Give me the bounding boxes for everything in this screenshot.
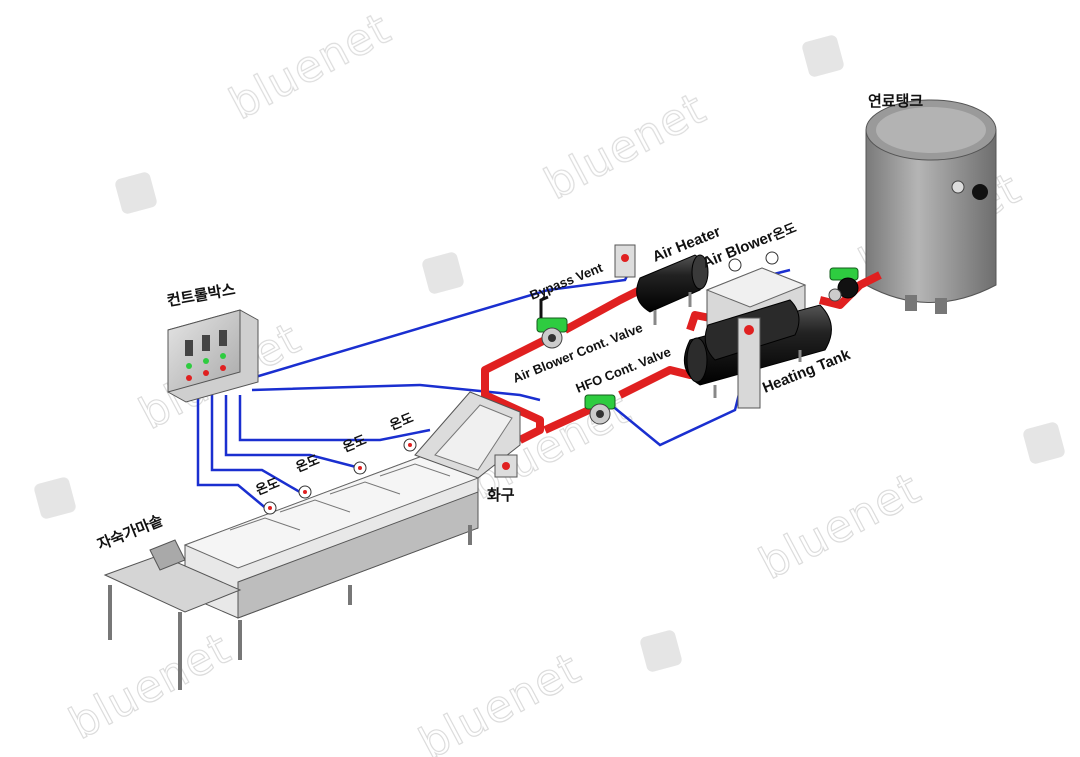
air-heater — [614, 244, 709, 325]
fuel-tank — [865, 99, 997, 314]
air-blower-cont-valve — [536, 317, 568, 349]
watermark-text: bluenet — [61, 623, 239, 750]
watermark-text: bluenet — [536, 83, 714, 210]
bypass-vent-label: Bypass Vent — [528, 260, 606, 303]
heating-tank — [683, 299, 832, 409]
control-box — [167, 309, 259, 403]
burner — [494, 454, 518, 478]
control-box-label: 컨트롤박스 — [166, 281, 237, 310]
temp-label-4: 온도 — [388, 410, 416, 433]
bluenet-logo-icon — [34, 35, 1065, 672]
air-blower-temp-label: 온도 — [771, 220, 799, 243]
fuel-line-valve — [828, 267, 859, 302]
boiling-cauldron — [103, 391, 521, 690]
watermark-text: bluenet — [751, 463, 929, 590]
watermark-text: bluenet — [221, 3, 399, 130]
burner-label: 화구 — [487, 487, 515, 504]
bypass-vent — [539, 295, 549, 318]
hfo-cont-valve — [584, 394, 616, 425]
fuel-tank-label: 연료탱크 — [868, 92, 923, 110]
temp-label-3: 온도 — [341, 432, 369, 455]
watermark-text: bluenet — [411, 643, 589, 757]
